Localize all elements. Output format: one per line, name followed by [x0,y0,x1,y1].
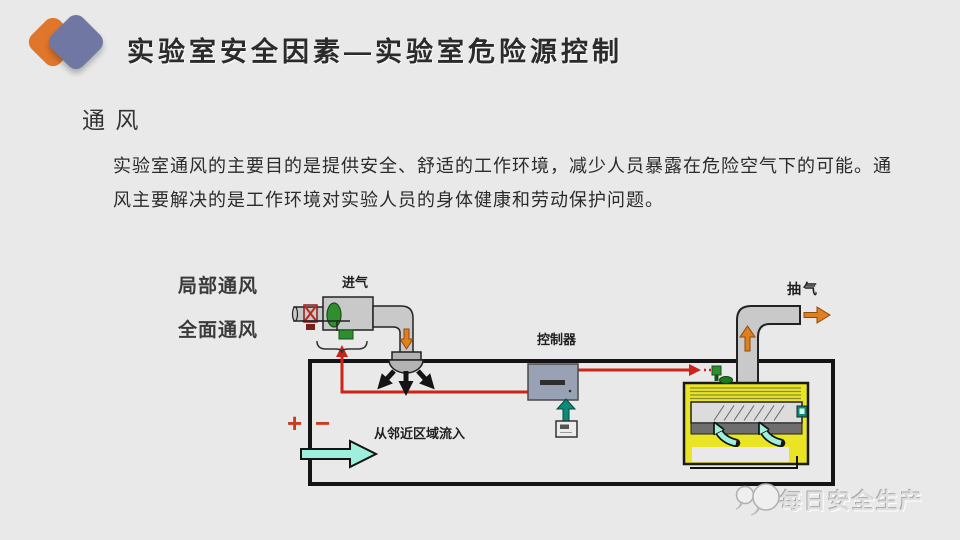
inflow-arrow [300,439,379,469]
down-flow-arrow [399,328,414,350]
fan-wheel-icon [326,302,342,328]
label-general-ventilation: 全面通风 [178,320,259,341]
hood-airflow-arrow-left [718,430,737,446]
damper-valve-icon [303,304,318,323]
sash-window [690,401,803,424]
sensor-up-arrow [555,398,577,422]
bench-line [690,456,798,469]
room-outline [308,359,835,486]
curly-brace [316,340,368,354]
hood-airflow-arrow-right [763,430,782,446]
label-inflow-from-adjacent: 从邻近区域流入 [374,426,466,441]
exhaust-duct [736,305,801,386]
body-paragraph: 实验室通风的主要目的是提供安全、舒适的工作环境，减少人员暴露在危险空气下的可能。… [113,149,913,217]
slide-title: 实验室安全因素—实验室危险源控制 [127,37,623,67]
fume-hood [682,305,831,469]
work-surface [690,422,803,435]
label-intake: 进气 [342,275,369,290]
label-exhaust: 抽气 [787,281,819,297]
section-heading: 通 风 [82,107,141,133]
paragraph-line-1: 实验室通风的主要目的是提供安全、舒适的工作环境，减少人员暴露在危险空气下的可能。… [113,156,892,176]
label-local-ventilation: 局部通风 [178,276,259,297]
pressure-minus-sign: − [315,408,331,438]
signal-line-to-supply [336,345,528,394]
watermark-text: 每日安全生产 [780,489,925,514]
diffuse-arrow-right [416,369,435,390]
hood-sensor-icon [711,365,722,376]
pressure-plus-sign: + [287,408,303,438]
chat-bubbles-icon [735,483,780,516]
room-sensor [555,398,578,438]
hood-damper-icon [719,376,733,384]
label-controller: 控制器 [537,332,577,347]
exhaust-out-arrow [803,306,831,324]
supply-air-unit [291,296,435,396]
hood-louvers [690,387,801,400]
paragraph-line-2: 风主要解决的是工作环境对实验人员的身体健康和劳动保护问题。 [113,190,664,210]
diffuse-arrow-left [377,369,396,390]
actuator-box [338,329,354,340]
controller-box [527,363,579,401]
sash-hatching [713,405,785,421]
exhaust-up-arrow [739,325,756,352]
